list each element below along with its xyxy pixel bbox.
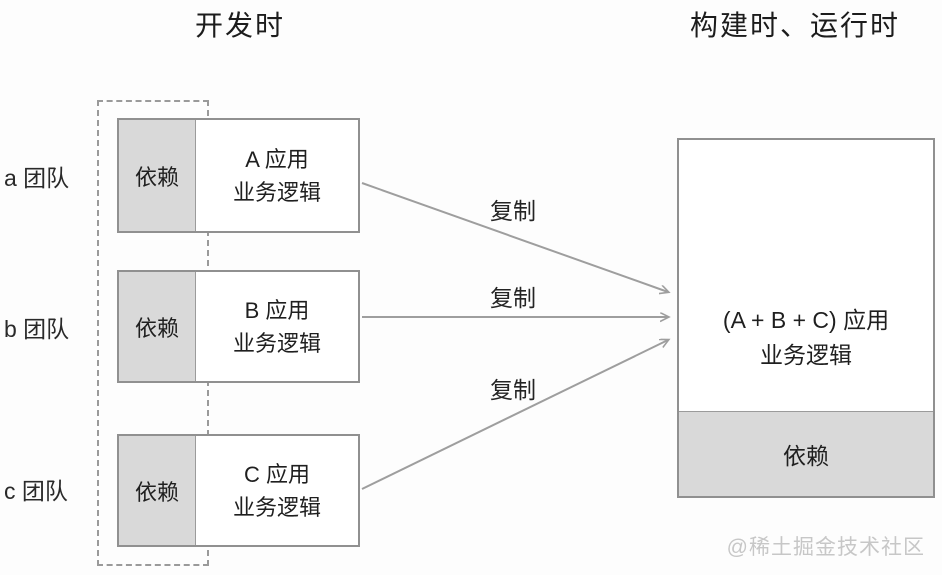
team-b-label: b 团队 — [4, 316, 70, 342]
merged-app-line1: (A + B + C) 应用 — [722, 307, 890, 333]
copy-arrow-a — [361, 182, 668, 292]
team-c-dependency-cell: 依赖 — [119, 436, 196, 545]
merged-app-box: (A + B + C) 应用 业务逻辑 依赖 — [677, 138, 935, 498]
team-a-app-name: A 应用 — [245, 146, 309, 172]
copy-label-c: 复制 — [490, 377, 536, 403]
team-b-app-desc: 业务逻辑 — [232, 330, 321, 356]
team-b-dependency-cell: 依赖 — [119, 272, 196, 381]
team-c-app-box: 依赖 C 应用 业务逻辑 — [117, 434, 360, 547]
copy-label-a: 复制 — [490, 198, 536, 224]
team-a-app-cell: A 应用 业务逻辑 — [196, 120, 358, 231]
merged-app-logic: (A + B + C) 应用 业务逻辑 — [679, 140, 933, 411]
build-runtime-title: 构建时、运行时 — [689, 10, 900, 41]
team-c-label: c 团队 — [4, 478, 68, 504]
team-b-app-name: B 应用 — [244, 297, 310, 323]
team-a-dependency-cell: 依赖 — [119, 120, 196, 231]
team-c-app-cell: C 应用 业务逻辑 — [196, 436, 358, 545]
team-b-app-cell: B 应用 业务逻辑 — [196, 272, 358, 381]
copy-label-b: 复制 — [490, 285, 536, 311]
team-c-app-name: C 应用 — [243, 461, 310, 487]
team-c-app-desc: 业务逻辑 — [232, 494, 321, 520]
team-a-app-desc: 业务逻辑 — [232, 179, 321, 205]
team-a-label: a 团队 — [4, 165, 70, 191]
dev-time-title: 开发时 — [194, 10, 285, 41]
merged-app-line2: 业务逻辑 — [760, 342, 852, 368]
watermark-label: @稀土掘金技术社区 — [726, 536, 925, 559]
team-b-app-box: 依赖 B 应用 业务逻辑 — [117, 270, 360, 383]
merged-dependency-cell: 依赖 — [679, 411, 933, 496]
team-a-app-box: 依赖 A 应用 业务逻辑 — [117, 118, 360, 233]
copy-arrow-c — [361, 340, 668, 490]
